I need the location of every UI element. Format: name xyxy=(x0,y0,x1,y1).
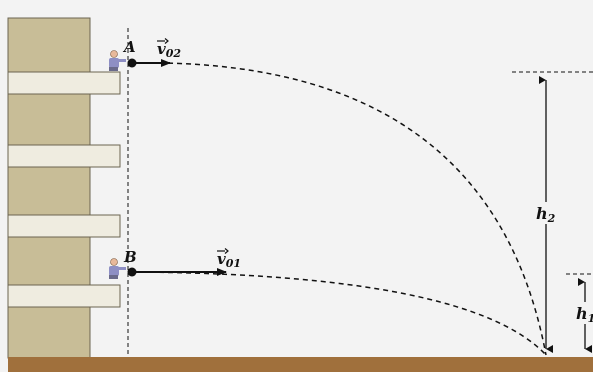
v01-subscript: 01 xyxy=(226,257,241,270)
h2-label-bg xyxy=(533,202,559,224)
balcony-2 xyxy=(7,144,121,168)
h2-subscript: 2 xyxy=(547,212,556,225)
point-b-label: B xyxy=(123,248,137,266)
h-letter: h xyxy=(576,304,588,323)
person-throwing-icon xyxy=(109,50,126,71)
balcony-3 xyxy=(7,214,121,238)
h1-subscript: 1 xyxy=(588,312,593,325)
vector-arrow-b-head xyxy=(224,248,229,254)
velocity-a-label: v02 xyxy=(157,38,181,60)
balcony-1 xyxy=(7,71,121,95)
h1-label: h1 xyxy=(576,304,593,325)
h1-label-bg xyxy=(574,302,593,324)
vector-arrow-a-head xyxy=(164,38,169,44)
svg-text:v02: v02 xyxy=(157,40,181,60)
person-throwing-icon xyxy=(109,258,126,279)
ground xyxy=(8,357,593,372)
trajectory-a xyxy=(131,62,547,356)
trajectory-b xyxy=(131,271,547,356)
v-letter: v xyxy=(217,250,226,268)
building xyxy=(7,17,121,359)
v-letter: v xyxy=(157,40,166,58)
svg-text:v01: v01 xyxy=(217,250,241,270)
balcony-4 xyxy=(7,284,121,308)
h2-label: h2 xyxy=(536,204,556,225)
velocity-b-label: v01 xyxy=(217,248,241,270)
v02-subscript: 02 xyxy=(166,47,182,60)
point-a-label: A xyxy=(122,38,136,56)
h-letter: h xyxy=(536,204,548,223)
